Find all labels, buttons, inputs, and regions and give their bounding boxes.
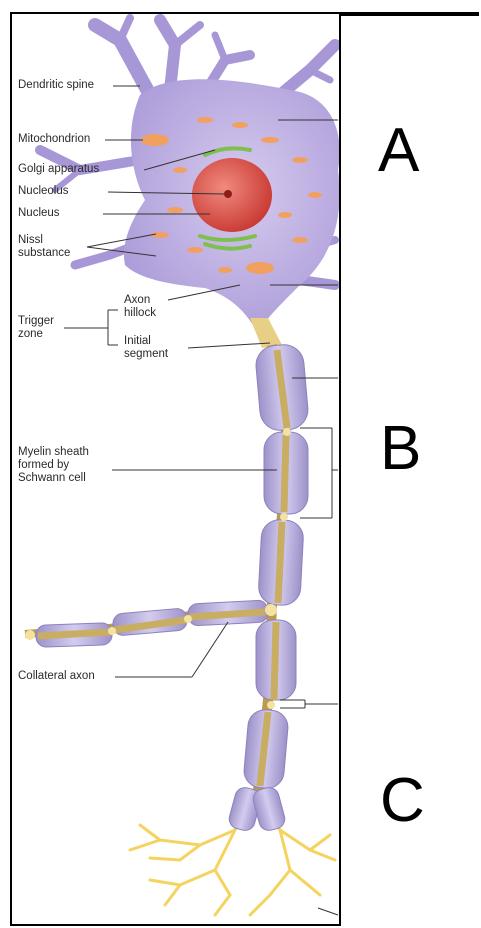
label-golgi-apparatus: Golgi apparatus — [18, 163, 99, 176]
label-mitochondrion: Mitochondrion — [18, 133, 90, 146]
label-collateral-axon: Collateral axon — [18, 670, 95, 683]
label-axon-hillock: Axon hillock — [124, 294, 156, 320]
nucleolus — [224, 190, 232, 198]
label-nucleus: Nucleus — [18, 207, 60, 220]
region-letter-c: C — [380, 770, 425, 832]
label-nucleolus: Nucleolus — [18, 185, 69, 198]
region-letter-a: A — [378, 120, 419, 182]
terminal-myelin — [227, 785, 287, 832]
label-myelin-sheath: Myelin sheath formed by Schwann cell — [18, 446, 89, 485]
nucleus — [192, 158, 272, 232]
label-dendritic-spine: Dendritic spine — [18, 79, 94, 92]
label-nissl-substance: Nissl substance — [18, 234, 70, 260]
label-trigger-zone: Trigger zone — [18, 315, 54, 341]
region-letter-b: B — [380, 418, 421, 480]
label-initial-segment: Initial segment — [124, 335, 168, 361]
